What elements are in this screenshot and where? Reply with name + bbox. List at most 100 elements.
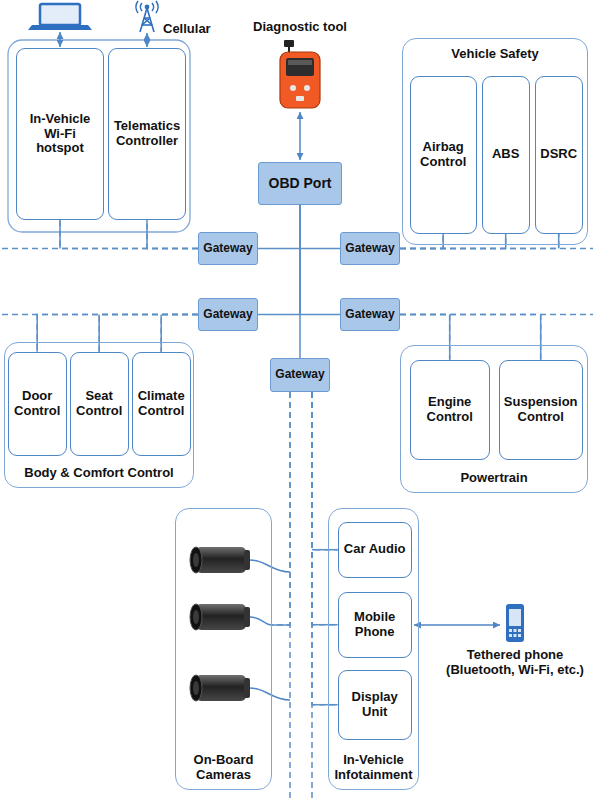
- diagnostic-tool-icon: [284, 40, 294, 47]
- ecu-box: Suspension Control: [499, 360, 583, 460]
- bus-stub: [272, 624, 290, 626]
- ecu-box: Climate Control: [132, 352, 191, 456]
- bus-connector: [99, 315, 198, 352]
- bus-connector: [312, 392, 338, 705]
- bus-line: [0, 248, 198, 250]
- bus-stub: [98, 315, 100, 352]
- phone-icon: [509, 629, 512, 632]
- diagnostic-tool-icon: [296, 96, 304, 101]
- backbone-link: [300, 205, 340, 315]
- phone-icon: [518, 629, 521, 632]
- camera-icon: [250, 560, 290, 572]
- box-label: Seat Control: [73, 389, 126, 419]
- phone-icon: [514, 634, 517, 637]
- phone-icon: [518, 634, 521, 637]
- group-heading: In-Vehicle Infotainment: [332, 753, 415, 783]
- ecu-box: Telematics Controller: [108, 48, 186, 220]
- bus-stub: [540, 315, 542, 360]
- diagnostic-tool-icon: [280, 52, 320, 108]
- cell-tower-icon: [140, 3, 142, 11]
- box-label: Engine Control: [413, 395, 487, 425]
- group-box: Door ControlSeat Control Climate ControlB…: [4, 342, 194, 488]
- cell-tower-icon: [136, 1, 158, 32]
- camera-icon: [244, 678, 250, 698]
- phone-icon: [514, 629, 517, 632]
- group-box: Engine Control Suspension ControlPowertra…: [400, 345, 588, 493]
- diagnostic-arrow: [299, 112, 301, 160]
- phone-icon: [509, 634, 512, 637]
- camera-icon: [193, 610, 199, 624]
- group-heading: Vehicle Safety: [451, 47, 538, 62]
- camera-icon: [190, 547, 290, 573]
- ecu-box: Display Unit: [338, 670, 412, 740]
- phone-icon: [509, 609, 521, 626]
- group-outline: [8, 40, 190, 232]
- camera-icon: [190, 604, 202, 630]
- backbone-link: [258, 205, 300, 249]
- ecu-box: Engine Control: [410, 360, 490, 460]
- bus-connector: [400, 315, 541, 360]
- diagnostic-tool-icon: [304, 85, 310, 91]
- laptop-icon: [40, 4, 80, 25]
- bus-stub: [36, 315, 38, 352]
- bus-stub: [558, 234, 560, 249]
- box-label: Gateway: [275, 368, 324, 382]
- camera-icon: [244, 550, 250, 570]
- ecu-box: Car Audio: [338, 522, 412, 578]
- gateway-box: Gateway: [270, 358, 330, 392]
- ecu-box: Mobile Phone: [338, 592, 412, 658]
- bus-connector: [312, 392, 338, 550]
- group-heading: Powertrain: [460, 471, 527, 486]
- box-label: OBD Port: [269, 175, 332, 191]
- bus-connector: [400, 315, 450, 360]
- box-label: Car Audio: [344, 542, 406, 557]
- bus-stub: [449, 315, 451, 360]
- bus-stub: [160, 315, 162, 352]
- camera-icon: [250, 617, 272, 625]
- ecu-box: ABS: [482, 76, 530, 234]
- ecu-box: Door Control: [8, 352, 67, 456]
- laptop-icon: [28, 25, 92, 30]
- camera-icon: [193, 681, 199, 695]
- bus-stub: [312, 549, 338, 551]
- bus-stub: [312, 624, 338, 626]
- box-label: Suspension Control: [502, 395, 580, 425]
- gateway-box: Gateway: [198, 298, 258, 331]
- cell-tower-icon: [136, 1, 138, 13]
- gateway-box: Gateway: [340, 232, 400, 265]
- box-label: Gateway: [203, 242, 252, 256]
- bus-connector: [312, 392, 338, 625]
- bus-stub: [59, 220, 61, 249]
- ecu-box: Seat Control: [70, 352, 129, 456]
- annotation-label: Tethered phone (Bluetooth, Wi-Fi, etc.): [442, 648, 588, 678]
- cell-tower-icon: [145, 5, 148, 8]
- diagnostic-tool-icon: [280, 40, 320, 108]
- gateway-box: Gateway: [340, 298, 400, 331]
- bus-connector: [147, 220, 198, 249]
- obd-port: OBD Port: [258, 162, 342, 205]
- group-box: Car AudioMobile PhoneDisplay UnitIn-Vehi…: [328, 508, 419, 790]
- backbone-link: [300, 205, 340, 249]
- box-label: Gateway: [345, 242, 394, 256]
- cell-tower-icon: [152, 3, 154, 11]
- backbone-link: [299, 205, 301, 358]
- bus-connector: [400, 234, 559, 249]
- diagnostic-tool-icon: [286, 58, 314, 76]
- bus-line: [400, 314, 593, 316]
- group-heading: Body & Comfort Control: [24, 466, 173, 481]
- camera-icon: [193, 553, 199, 567]
- diagnostic-tool-icon: [288, 60, 312, 65]
- bus-connector: [60, 220, 198, 249]
- box-label: Climate Control: [135, 389, 188, 419]
- bus-connector: [400, 234, 443, 249]
- annotation-label: Diagnostic tool: [240, 20, 360, 35]
- cellular-arrow: [146, 33, 148, 47]
- cell-tower-icon: [142, 18, 150, 25]
- bus-connector: [272, 392, 290, 625]
- bus-connector: [400, 234, 506, 249]
- gateway-box: Gateway: [198, 232, 258, 265]
- bus-stub: [505, 234, 507, 249]
- tether-arrow: [414, 624, 500, 626]
- phone-icon: [506, 604, 524, 642]
- bus-line: [400, 248, 593, 250]
